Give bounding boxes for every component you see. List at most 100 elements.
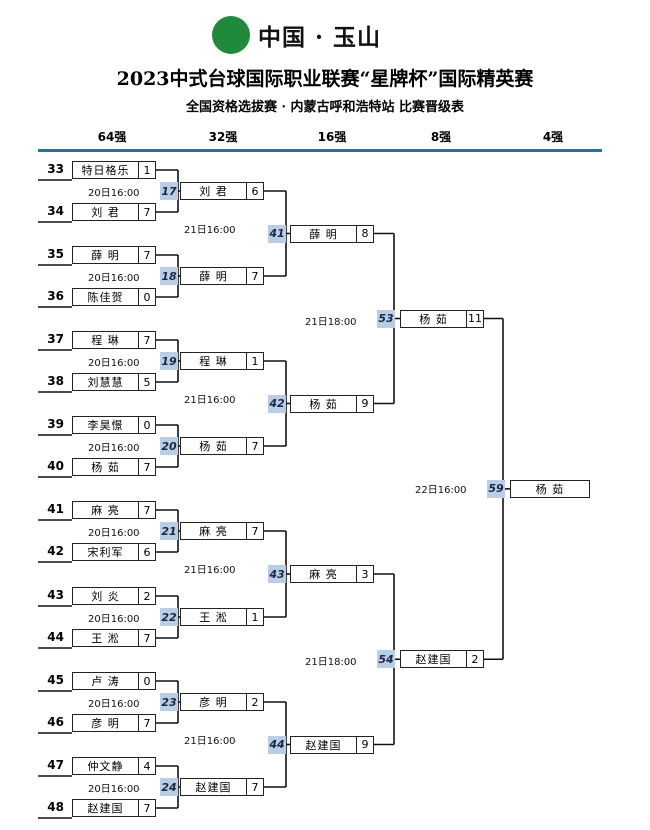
seed-number: 34: [47, 204, 64, 218]
player-name: 王 淞: [199, 611, 228, 624]
round-label-16: 16强: [317, 130, 347, 144]
match-time: 20日16:00: [88, 614, 140, 625]
match-time: 21日16:00: [184, 735, 236, 747]
player-name: 彦 明: [91, 717, 120, 730]
match-number: 17: [160, 182, 178, 200]
r16-entry: 麻 亮 3: [290, 565, 374, 583]
player-score: 5: [138, 374, 155, 390]
player-name: 刘慧慧: [87, 376, 124, 389]
player-name: 特日格乐: [81, 164, 130, 177]
player-name: 薛 明: [91, 249, 120, 262]
player-score: 3: [356, 566, 373, 582]
seed-number: 40: [47, 459, 64, 473]
player-score: 7: [138, 247, 155, 263]
r8-entry: 杨 茹 11: [400, 309, 484, 328]
player-name: 杨 茹: [419, 312, 448, 326]
match-number: 42: [268, 394, 286, 413]
page-subtitle: 全国资格选拔赛 · 内蒙古呼和浩特站 比赛晋级表: [185, 100, 465, 115]
match-time: 20日16:00: [88, 528, 140, 539]
player-name: 杨 茹: [535, 482, 565, 496]
match-number: 22: [160, 608, 178, 626]
r8-entry: 赵建国 2: [400, 650, 484, 669]
seed-number: 41: [47, 502, 64, 516]
player-name: 薛 明: [309, 227, 338, 241]
player-score: 7: [246, 523, 263, 539]
match-number: 41: [268, 224, 286, 243]
seed-number: 38: [47, 374, 64, 388]
match-number: 44: [268, 735, 286, 754]
player-name: 杨 茹: [91, 461, 120, 474]
player-name: 赵建国: [195, 781, 232, 794]
player-score: 7: [138, 459, 155, 475]
seed-number: 48: [47, 800, 64, 814]
player-score: 7: [246, 779, 263, 795]
match-number: 20: [160, 437, 178, 455]
match-number: 24: [160, 778, 178, 796]
match-time: 21日16:00: [184, 224, 236, 236]
match-number: 21: [160, 522, 178, 540]
match-time: 21日18:00: [305, 316, 357, 328]
player-name: 王 淞: [91, 632, 120, 645]
r64-entry: 特日格乐 1: [72, 161, 156, 179]
player-score: 0: [138, 673, 155, 689]
match-number: 18: [160, 267, 178, 285]
round-label-4: 4强: [542, 130, 564, 144]
player-name: 刘 君: [199, 185, 228, 198]
player-name: 刘 炎: [91, 590, 120, 603]
seed-number: 46: [47, 715, 64, 729]
player-name: 赵建国: [415, 653, 452, 667]
player-score: 11: [466, 310, 482, 327]
seed-number: 44: [47, 630, 64, 644]
player-name: 宋利军: [87, 546, 124, 559]
match-time: 21日18:00: [305, 657, 357, 669]
r32-entry: 彦 明 2: [180, 693, 264, 711]
seed-number: 33: [47, 162, 64, 176]
player-score: 7: [138, 204, 155, 220]
player-score: 1: [246, 353, 263, 369]
player-score: 7: [138, 715, 155, 731]
match-number: 59: [487, 479, 505, 498]
logo-icon: [212, 16, 250, 54]
page-title: 2023中式台球国际职业联赛“星牌杯”国际精英赛: [116, 68, 534, 90]
match-time: 22日16:00: [415, 484, 467, 496]
player-score: 6: [246, 183, 263, 199]
player-score: 9: [356, 736, 373, 753]
player-name: 麻 亮: [199, 525, 228, 538]
r32-entry: 麻 亮 7: [180, 522, 264, 540]
match-time: 20日16:00: [88, 699, 140, 710]
match-time: 20日16:00: [88, 443, 140, 454]
player-score: 7: [138, 800, 155, 816]
logo-text: 中国 · 玉山: [258, 24, 382, 51]
r4-entry: 杨 茹: [510, 479, 590, 498]
match-time: 20日16:00: [88, 188, 140, 199]
player-name: 彦 明: [199, 696, 228, 709]
player-score: 2: [246, 694, 263, 710]
round-label-64: 64强: [97, 130, 127, 144]
r64-entry: 彦 明 7: [72, 714, 156, 732]
r64-entry: 卢 涛 0: [72, 672, 156, 690]
round-label-32: 32强: [208, 130, 238, 144]
match-time: 20日16:00: [88, 784, 140, 795]
player-name: 卢 涛: [91, 675, 120, 688]
player-score: 2: [466, 651, 483, 668]
player-score: 7: [246, 268, 263, 284]
player-score: 1: [138, 162, 155, 178]
player-name: 麻 亮: [309, 568, 338, 581]
match-number: 54: [377, 650, 395, 669]
r32-entry: 刘 君 6: [180, 182, 264, 200]
seed-number: 39: [47, 417, 64, 431]
player-name: 赵建国: [305, 738, 342, 752]
player-name: 李昊憬: [87, 419, 124, 432]
player-score: 4: [138, 758, 155, 774]
